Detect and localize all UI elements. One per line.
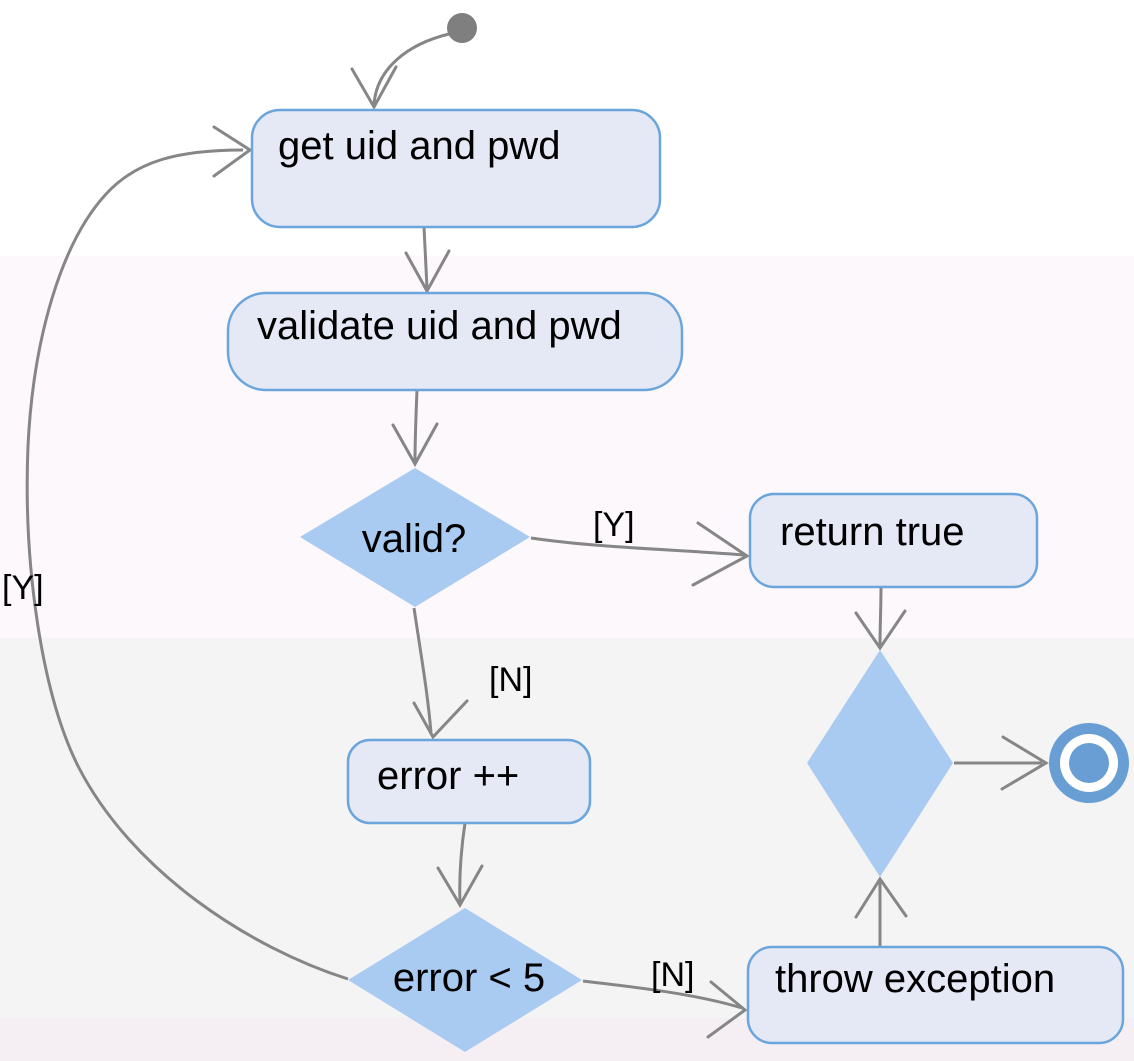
- action-get-uid-label: get uid and pwd: [278, 124, 560, 168]
- arrowhead-validate-to-valid: [391, 422, 439, 468]
- start-node: [447, 13, 477, 43]
- arrowhead-valid-to-return-true: [691, 521, 750, 587]
- action-validate: validate uid and pwd: [226, 291, 684, 392]
- arrowhead-merge-to-final: [1000, 735, 1049, 791]
- action-error-inc: error ++: [346, 738, 592, 825]
- action-error-inc-label: error ++: [377, 754, 519, 798]
- arrowhead-throw-to-merge: [854, 876, 908, 919]
- final-node-inner: [1069, 743, 1109, 783]
- arrowhead-valid-to-error-inc: [412, 699, 469, 740]
- action-get-uid-shape: [250, 108, 662, 229]
- decision-error-lt-5: error < 5: [348, 908, 582, 1052]
- edge-start-to-get-uid: [372, 32, 450, 105]
- decision-error-lt-5-shape: [348, 908, 582, 1052]
- edge-error-lt-5-to-throw: [582, 979, 743, 1010]
- arrowhead-get-uid-to-validate: [404, 249, 451, 295]
- action-get-uid: get uid and pwd: [250, 108, 662, 229]
- arrowhead-error-inc-to-error-lt-5: [436, 864, 484, 908]
- edge-label-error-yes: [Y]: [2, 569, 44, 607]
- arrowhead-error-lt-5-to-throw: [706, 980, 748, 1039]
- action-error-inc-shape: [346, 738, 592, 825]
- action-validate-label: validate uid and pwd: [257, 304, 622, 348]
- edge-label-valid-yes: [Y]: [593, 506, 635, 544]
- edge-label-error-no: [N]: [651, 956, 694, 994]
- edge-get-uid-to-validate: [422, 226, 429, 289]
- edge-return-true-to-merge: [878, 586, 883, 646]
- arrowhead-loop-to-get-uid: [212, 125, 253, 178]
- action-throw-exception: throw exception: [746, 945, 1125, 1045]
- merge-node: [807, 650, 953, 877]
- decision-valid-label: valid?: [362, 517, 467, 561]
- decision-valid-shape: [300, 468, 530, 607]
- action-return-true-label: return true: [780, 510, 965, 554]
- edge-label-valid-no: [N]: [489, 661, 532, 699]
- arrowhead-return-true-to-merge: [854, 609, 907, 651]
- edges: [25, 32, 1049, 1039]
- action-return-true: return true: [748, 492, 1039, 589]
- decision-error-lt-5-label: error < 5: [393, 956, 545, 1000]
- action-throw-exception-label: throw exception: [775, 957, 1055, 1001]
- action-throw-exception-shape: [746, 945, 1125, 1045]
- edge-validate-to-valid: [413, 389, 419, 463]
- final-node: [1049, 723, 1129, 803]
- edge-labels: [Y] [N] [N] [Y]: [2, 506, 694, 994]
- action-validate-shape: [226, 291, 684, 392]
- edge-error-inc-to-error-lt-5: [458, 822, 467, 903]
- edge-error-lt-5-loop-to-get-uid: [25, 148, 349, 981]
- arrowhead-start-to-get-uid: [350, 65, 398, 111]
- action-return-true-shape: [748, 492, 1039, 589]
- decision-valid: valid?: [300, 468, 530, 607]
- edge-valid-to-return-true: [530, 536, 745, 557]
- edge-valid-to-error-inc: [412, 607, 433, 734]
